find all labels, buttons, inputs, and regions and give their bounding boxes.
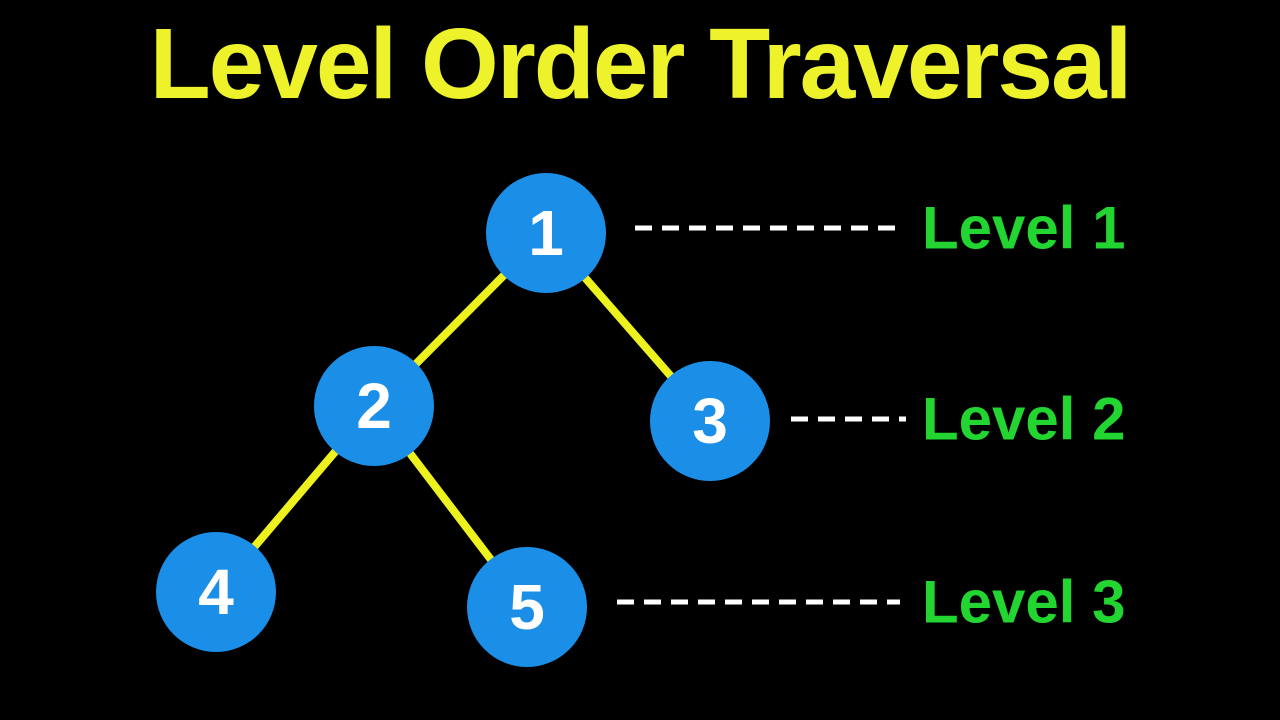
tree-node-2-label: 2 (356, 370, 392, 442)
tree-node-1 (486, 173, 606, 293)
tree-node-5 (467, 547, 587, 667)
tree-node-4 (156, 532, 276, 652)
tree-node-4-label: 4 (198, 556, 234, 628)
level-3-label: Level 3 (922, 569, 1125, 636)
tree-node-3 (650, 361, 770, 481)
page-title: Level Order Traversal (149, 8, 1133, 120)
level-2-label: Level 2 (922, 386, 1125, 453)
tree-node-5-label: 5 (509, 571, 545, 643)
tree-node-2 (314, 346, 434, 466)
tree-node-1-label: 1 (528, 197, 564, 269)
level-1-label: Level 1 (922, 195, 1125, 262)
tree-node-3-label: 3 (692, 385, 728, 457)
